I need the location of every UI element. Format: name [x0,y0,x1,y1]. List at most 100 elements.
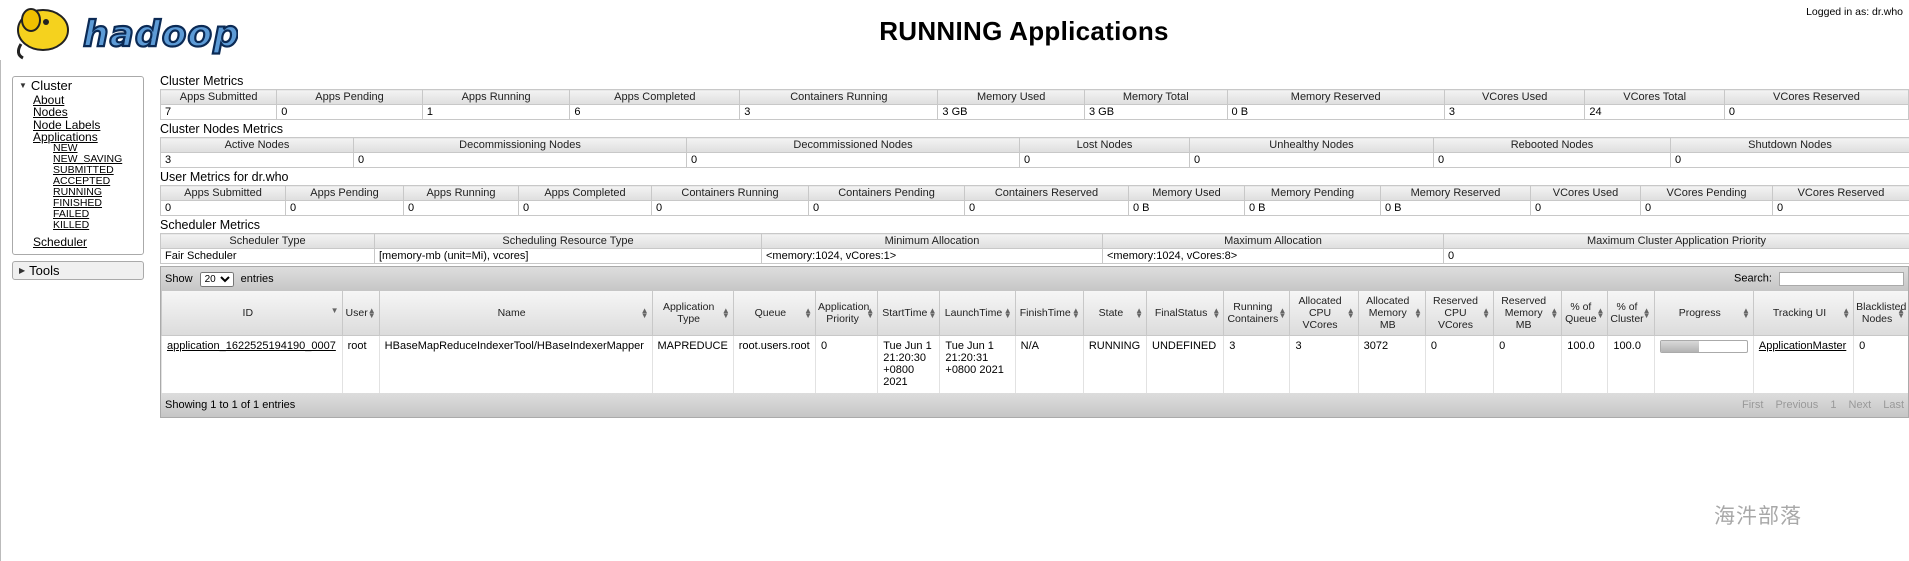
column-header-label: ID [242,306,254,319]
nav-link-failed[interactable]: FAILED [53,208,90,221]
pager-previous[interactable]: Previous [1775,398,1819,411]
metric-value: 0 [1670,152,1909,168]
metric-value: 0 [651,200,809,216]
metric-header: Apps Completed [569,89,741,105]
column-header-progress[interactable]: Progress▲▼ [1653,291,1754,336]
nav-link-new[interactable]: NEW [53,142,78,155]
pager-last[interactable]: Last [1883,398,1904,411]
column-header-allocated-memory[interactable]: Allocated Memory MB▲▼ [1357,291,1426,336]
nav-link-killed[interactable]: KILLED [53,219,90,232]
table-info: Showing 1 to 1 of 1 entries [165,398,296,411]
application-id-link[interactable]: application_1622525194190_0007 [167,339,336,352]
nav-link-running[interactable]: RUNNING [53,186,102,199]
column-header-name[interactable]: Name▲▼ [378,291,653,336]
user-metrics-value-row: 0 0 0 0 0 0 0 0 B 0 B 0 B 0 0 0 [160,200,1909,216]
column-header-label: Application Priority [818,300,870,325]
metric-header: VCores Used [1530,185,1641,201]
sort-icon: ▲▼ [1003,306,1012,320]
metric-header: Apps Completed [518,185,652,201]
column-header-tracking-ui[interactable]: Tracking UI▲▼ [1752,291,1854,336]
column-header-queue[interactable]: Queue▲▼ [732,291,816,336]
column-header-pct-cluster[interactable]: % of Cluster▲▼ [1607,291,1655,336]
watermark: 海汼部落 [1714,504,1802,528]
nav-link-scheduler[interactable]: Scheduler [33,235,88,250]
column-header-label: User [345,306,368,319]
nav-link-nodes[interactable]: Nodes [33,105,68,120]
sort-icon: ▲▼ [866,306,875,320]
cluster-metrics-table: Apps Submitted Apps Pending Apps Running… [159,89,1909,120]
metric-header: Apps Running [403,185,519,201]
show-label: Show [165,272,193,285]
cell-id: application_1622525194190_0007 [161,335,343,393]
metric-value: 3 [1443,104,1586,120]
nav-link-applications[interactable]: Applications [33,129,98,144]
column-header-app-type[interactable]: Application Type▲▼ [651,291,734,336]
column-header-pct-queue[interactable]: % of Queue▲▼ [1561,291,1608,336]
cell-finish-time: N/A [1014,335,1084,393]
metric-header: VCores Used [1443,89,1586,105]
entries-label: entries [240,272,274,285]
column-header-final-status[interactable]: FinalStatus▲▼ [1146,291,1224,336]
sort-icon: ▲▼ [1135,306,1144,320]
metric-header: Memory Reserved [1380,185,1531,201]
entries-select[interactable]: 20 [199,271,234,287]
column-header-finish-time[interactable]: FinishTime▲▼ [1014,291,1084,336]
column-header-launch-time[interactable]: LaunchTime▲▼ [939,291,1016,336]
metric-header: Memory Reserved [1226,89,1445,105]
metric-value: 3 [739,104,939,120]
user-metrics-title: User Metrics for dr.who [160,170,289,184]
metric-header: Unhealthy Nodes [1189,137,1434,153]
table-row: application_1622525194190_0007 root HBas… [161,335,1908,393]
column-header-label: Reserved CPU VCores [1432,294,1478,331]
column-header-user[interactable]: User▲▼ [341,291,380,336]
column-header-id[interactable]: ID ▼ [161,291,343,336]
pagination: First Previous 1 Next Last [1733,399,1904,411]
column-header-priority[interactable]: Application Priority▲▼ [815,291,878,336]
apps-footer: Showing 1 to 1 of 1 entries First Previo… [161,392,1908,417]
nav-link-node-labels[interactable]: Node Labels [33,117,101,132]
nav-link-finished[interactable]: FINISHED [53,197,103,210]
metric-header: Decommissioned Nodes [686,137,1020,153]
tools-menu-label: Tools [29,263,60,279]
tracking-ui-link[interactable]: ApplicationMaster [1758,339,1847,352]
pager-page-1[interactable]: 1 [1830,398,1837,411]
nav-link-submitted[interactable]: SUBMITTED [53,164,114,177]
sort-icon: ▲▼ [1482,306,1491,320]
column-header-label: Name [497,306,526,319]
user-metrics-table: Apps Submitted Apps Pending Apps Running… [160,185,1909,216]
nav-link-new-saving[interactable]: NEW_SAVING [53,153,123,166]
cluster-menu: ▼ Cluster About Nodes Node Labels Applic… [12,76,144,256]
column-header-start-time[interactable]: StartTime▲▼ [877,291,940,336]
metric-value: 24 [1584,104,1725,120]
metric-header: Maximum Allocation [1102,233,1444,249]
column-header-label: Allocated CPU VCores [1298,294,1342,331]
metric-header: Containers Reserved [964,185,1129,201]
nav-link-accepted[interactable]: ACCEPTED [53,175,111,188]
column-header-allocated-vcores[interactable]: Allocated CPU VCores▲▼ [1289,291,1359,336]
column-header-reserved-memory[interactable]: Reserved Memory MB▲▼ [1493,291,1562,336]
metric-value: 0 [1019,152,1190,168]
cell-reserved-vcores: 0 [1424,335,1494,393]
tools-menu-header[interactable]: ▶ Tools [13,262,143,279]
metric-header: Shutdown Nodes [1670,137,1909,153]
column-header-blacklisted[interactable]: Blacklisted Nodes▲▼ [1853,291,1908,336]
column-header-reserved-vcores[interactable]: Reserved CPU VCores ▲▼ [1424,291,1494,336]
metric-value: 3 GB [1083,104,1228,120]
metric-value: 1 [421,104,571,120]
metric-value: 0 [1530,200,1641,216]
column-header-running-containers[interactable]: Running Containers▲▼ [1223,291,1290,336]
hadoop-logo[interactable]: hadoop [13,4,238,60]
cluster-menu-header[interactable]: ▼ Cluster [13,77,143,94]
cell-state: RUNNING [1082,335,1147,393]
column-header-label: StartTime [882,306,928,319]
sort-desc-icon: ▼ [330,306,339,315]
pager-first[interactable]: First [1742,398,1764,411]
metric-value: 0 [285,200,404,216]
metric-value: 3 [160,152,354,168]
metric-value: 0 [1772,200,1909,216]
search-input[interactable] [1779,272,1904,286]
nav-link-about[interactable]: About [33,93,65,107]
pager-next[interactable]: Next [1848,398,1872,411]
column-header-state[interactable]: State▲▼ [1082,291,1147,336]
cell-queue: root.users.root [732,335,816,393]
